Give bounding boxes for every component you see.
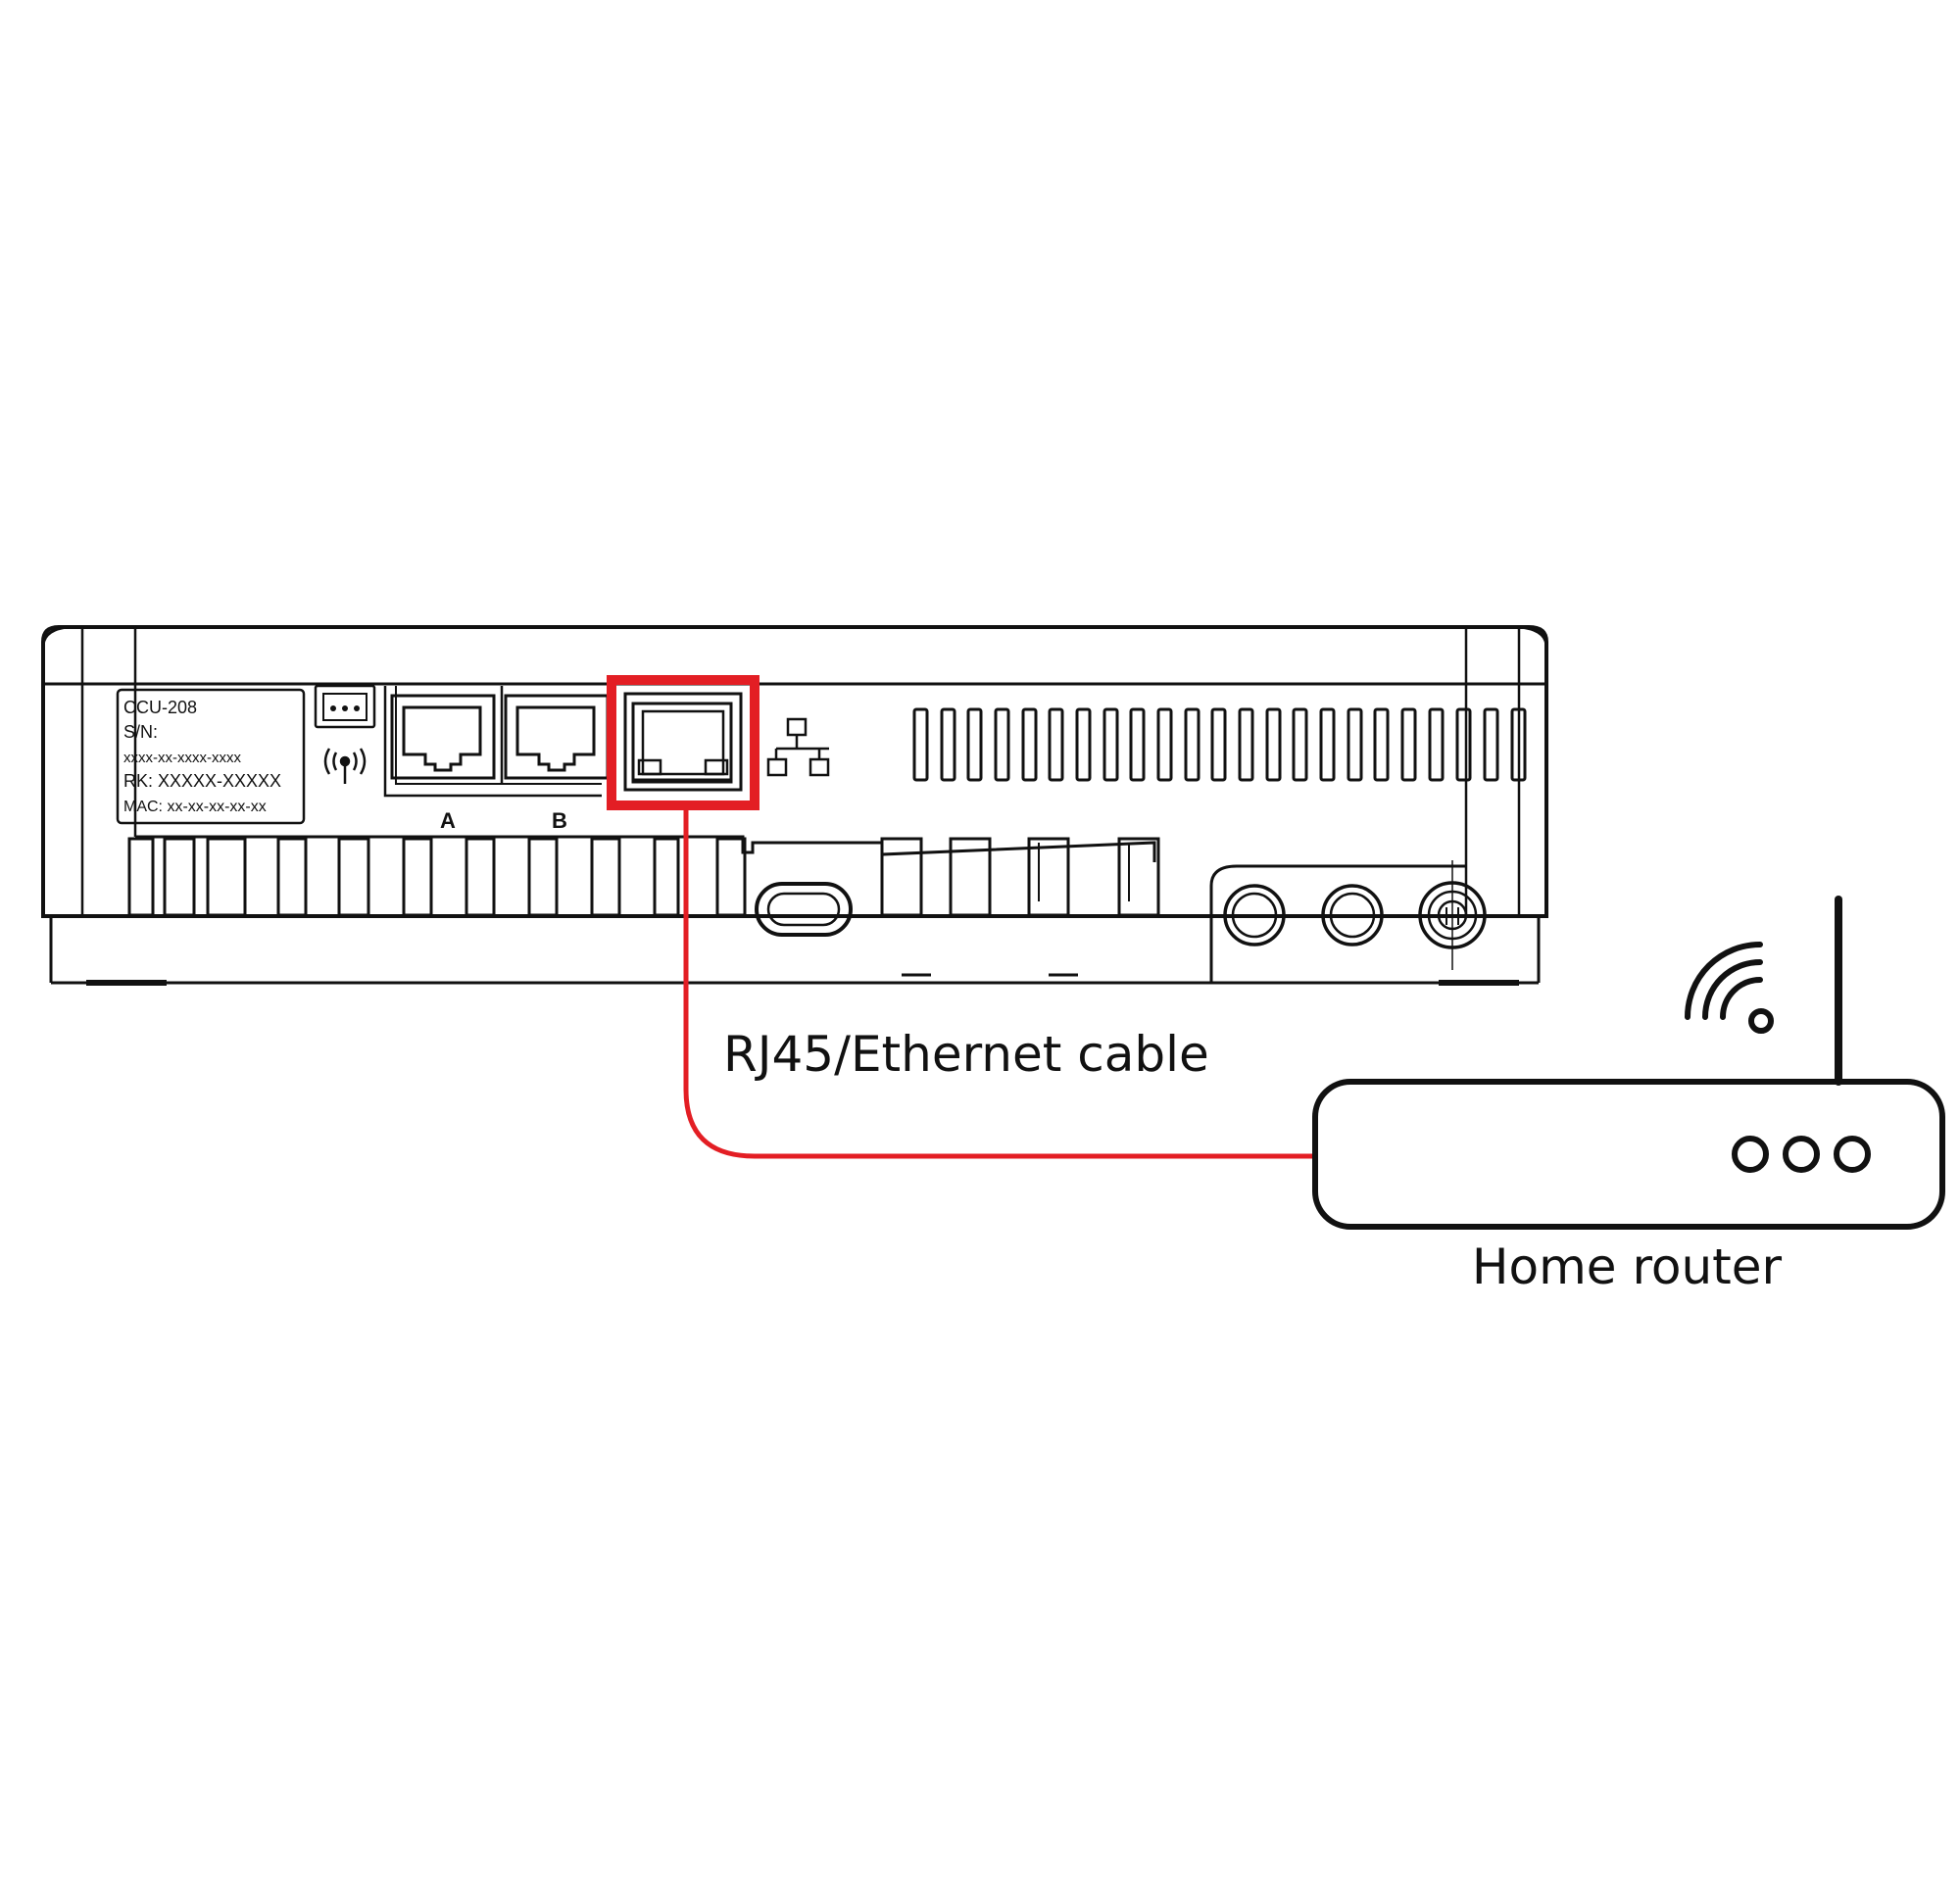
router-label: Home router xyxy=(1472,1238,1783,1295)
ethernet-port-a xyxy=(390,694,496,780)
network-icon xyxy=(766,717,830,777)
port-b-label: B xyxy=(552,808,567,833)
device-top-cap xyxy=(41,625,1548,684)
ethernet-lan-port xyxy=(623,692,743,792)
bottom-fins xyxy=(127,835,1160,917)
round-connector-3 xyxy=(1397,860,1507,970)
connector-housing xyxy=(1209,864,1466,982)
label-serial-value: xxxx-xx-xxxx-xxxx xyxy=(123,750,241,766)
label-serial: S/N: xyxy=(123,722,158,742)
vent-slots xyxy=(912,707,1527,782)
round-connector-1 xyxy=(1223,884,1286,946)
label-rk: RK: XXXXX-XXXXX xyxy=(123,771,281,791)
highlight-box xyxy=(607,675,760,810)
cable-label: RJ45/Ethernet cable xyxy=(723,1026,1209,1083)
device-label-box xyxy=(116,688,306,825)
port-a-label: A xyxy=(440,808,456,833)
antenna-signal-icon xyxy=(323,748,367,784)
home-router xyxy=(1312,896,1945,1230)
ethernet-cable xyxy=(683,805,1315,1159)
ethernet-port-b xyxy=(504,694,610,780)
status-lights xyxy=(1732,1136,1871,1173)
ccu-device xyxy=(41,625,1548,986)
label-mac: MAC: xx-xx-xx-xx-xx xyxy=(123,799,267,815)
round-connector-2 xyxy=(1321,884,1384,946)
connector-icon xyxy=(314,684,376,729)
wifi-icon xyxy=(1685,942,1774,1034)
label-model: CCU-208 xyxy=(123,698,197,717)
oval-slot xyxy=(755,882,853,937)
router-body xyxy=(1312,1079,1945,1230)
